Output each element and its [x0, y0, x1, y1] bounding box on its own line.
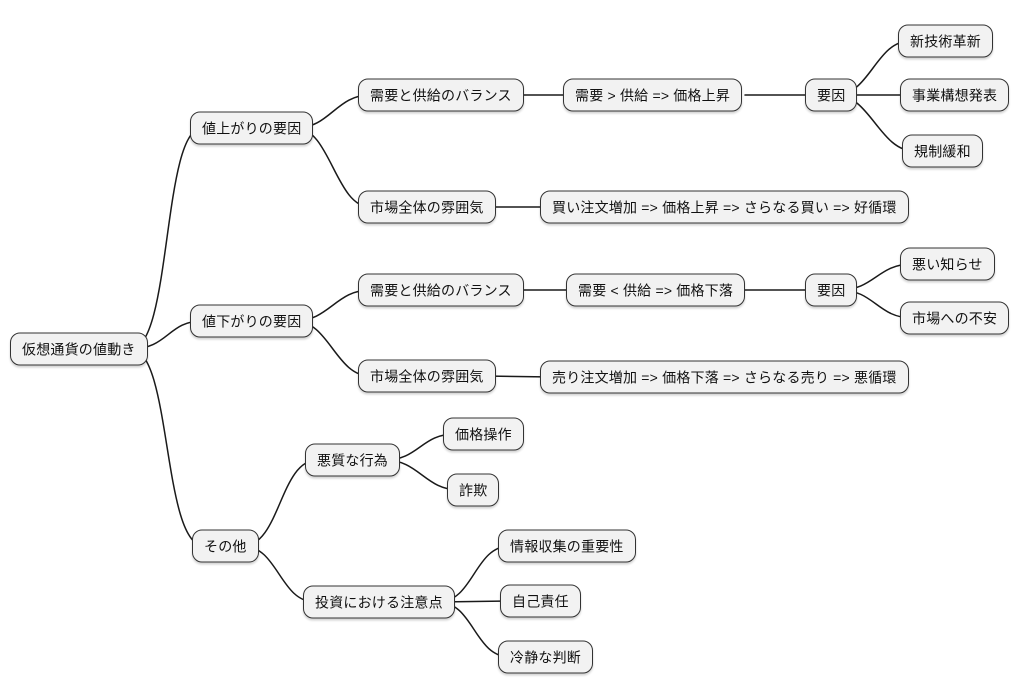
leaf-new-technology: 新技術革新 — [898, 24, 993, 58]
leaf-price-manipulation: 価格操作 — [443, 417, 524, 451]
node-rise-factor: 要因 — [805, 78, 858, 112]
node-investment-cautions: 投資における注意点 — [303, 585, 455, 619]
node-fall-supply-demand-balance: 需要と供給のバランス — [358, 273, 524, 307]
leaf-calm-judgment: 冷静な判断 — [498, 640, 593, 674]
leaf-business-announcement: 事業構想発表 — [900, 78, 1010, 112]
leaf-fraud: 詐欺 — [447, 473, 500, 507]
leaf-bad-news: 悪い知らせ — [900, 247, 995, 281]
edge-root-to-others — [130, 348, 205, 547]
node-fall-factor: 要因 — [805, 273, 858, 307]
leaf-market-anxiety: 市場への不安 — [900, 301, 1010, 335]
node-fall-market-mood: 市場全体の雰囲気 — [358, 359, 496, 393]
node-rise-factors: 値上がりの要因 — [190, 111, 314, 145]
leaf-info-gathering: 情報収集の重要性 — [498, 529, 636, 563]
node-others: その他 — [192, 529, 259, 563]
node-fall-formula: 需要 < 供給 => 価格下落 — [566, 273, 746, 307]
node-rise-virtuous-cycle: 買い注文増加 => 価格上昇 => さらなる買い => 好循環 — [540, 190, 909, 224]
node-rise-supply-demand-balance: 需要と供給のバランス — [358, 78, 524, 112]
node-fall-factors: 値下がりの要因 — [190, 304, 314, 338]
node-malicious-acts: 悪質な行為 — [305, 443, 400, 477]
leaf-self-responsibility: 自己責任 — [500, 584, 581, 618]
node-rise-formula: 需要 > 供給 => 価格上昇 — [563, 78, 743, 112]
node-root-crypto-price-movement: 仮想通貨の値動き — [10, 332, 148, 366]
node-fall-vicious-cycle: 売り注文増加 => 価格下落 => さらなる売り => 悪循環 — [540, 360, 909, 394]
node-rise-market-mood: 市場全体の雰囲気 — [358, 190, 496, 224]
leaf-deregulation: 規制緩和 — [902, 134, 983, 168]
